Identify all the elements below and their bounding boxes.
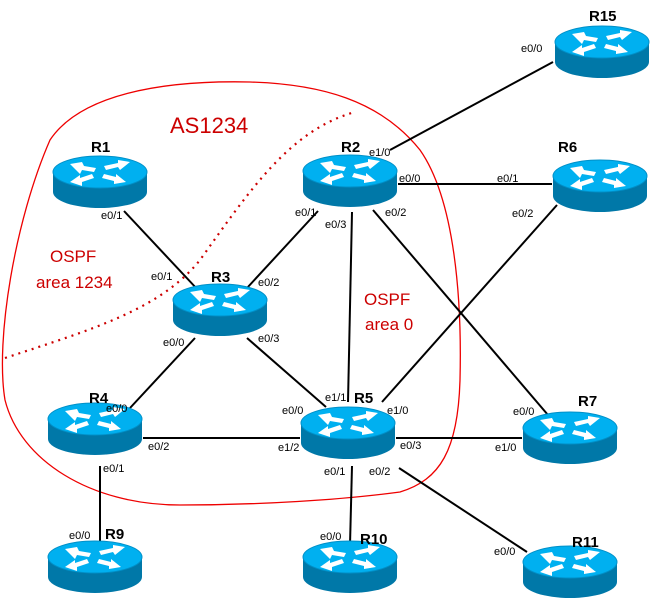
link-r6-r5 bbox=[381, 204, 558, 403]
router-arrows-icon bbox=[70, 160, 130, 186]
router-arrows-icon bbox=[320, 159, 380, 185]
area-divider bbox=[4, 110, 356, 360]
router-arrows-icon bbox=[570, 164, 630, 190]
router-name-r15: R15 bbox=[589, 8, 617, 25]
router-arrows-icon bbox=[540, 416, 600, 442]
if-r1-e0-1: e0/1 bbox=[101, 210, 122, 222]
router-top bbox=[554, 25, 650, 59]
router-top bbox=[52, 155, 148, 189]
router-r4[interactable] bbox=[47, 402, 143, 455]
area-1234-line1: OSPF bbox=[50, 247, 96, 266]
if-r5-e1-2: e1/2 bbox=[278, 442, 299, 454]
router-r15[interactable] bbox=[554, 25, 650, 78]
router-top bbox=[172, 283, 268, 317]
if-r6-e0-2: e0/2 bbox=[512, 208, 533, 220]
router-r9[interactable] bbox=[47, 540, 143, 593]
if-r15-e0-0: e0/0 bbox=[521, 43, 542, 55]
if-r2-e1-0: e1/0 bbox=[369, 147, 390, 159]
if-r6-e0-1: e0/1 bbox=[497, 173, 518, 185]
if-r5-e0-1: e0/1 bbox=[324, 466, 345, 478]
link-r2-r15 bbox=[389, 61, 554, 151]
area-0-line1: OSPF bbox=[364, 290, 410, 309]
if-r9-e0-0: e0/0 bbox=[69, 530, 90, 542]
if-r7-e1-0: e1/0 bbox=[495, 442, 516, 454]
router-name-r3: R3 bbox=[211, 269, 230, 286]
router-arrows-icon bbox=[65, 407, 125, 433]
router-r11[interactable] bbox=[522, 545, 618, 598]
if-r3-e0-1: e0/1 bbox=[151, 271, 172, 283]
if-r3-e0-3: e0/3 bbox=[258, 333, 279, 345]
router-r3[interactable] bbox=[172, 283, 268, 336]
if-r7-e0-0: e0/0 bbox=[513, 406, 534, 418]
if-r5-e1-0: e1/0 bbox=[387, 405, 408, 417]
router-r5[interactable] bbox=[300, 406, 396, 459]
router-top bbox=[47, 540, 143, 574]
if-r3-e0-2: e0/2 bbox=[258, 277, 279, 289]
router-name-r9: R9 bbox=[105, 526, 124, 543]
router-name-r11: R11 bbox=[572, 534, 599, 551]
if-r10-e0-0: e0/0 bbox=[320, 531, 341, 543]
area-0-line2: area 0 bbox=[365, 315, 413, 334]
router-name-r1: R1 bbox=[91, 139, 110, 156]
if-r5-e0-0: e0/0 bbox=[282, 405, 303, 417]
if-r5-e0-3: e0/3 bbox=[400, 440, 421, 452]
as-label: AS1234 bbox=[170, 113, 248, 138]
if-r2-e0-0: e0/0 bbox=[399, 173, 420, 185]
if-r11-e0-0: e0/0 bbox=[494, 546, 515, 558]
router-arrows-icon bbox=[190, 288, 250, 314]
router-name-r2: R2 bbox=[341, 139, 360, 156]
if-r4-e0-1: e0/1 bbox=[103, 463, 124, 475]
link-r1-r3 bbox=[123, 210, 199, 291]
router-arrows-icon bbox=[540, 550, 600, 576]
if-r2-e0-3: e0/3 bbox=[325, 219, 346, 231]
router-arrows-icon bbox=[572, 30, 632, 56]
link-r3-r5 bbox=[246, 337, 327, 408]
if-r2-e0-2: e0/2 bbox=[385, 207, 406, 219]
link-r2-r3 bbox=[246, 210, 319, 289]
router-top bbox=[302, 154, 398, 188]
router-r1[interactable] bbox=[52, 155, 148, 208]
router-name-r4: R4 bbox=[89, 390, 109, 407]
as-boundary bbox=[1, 81, 461, 506]
router-r6[interactable] bbox=[552, 159, 648, 212]
router-r10[interactable] bbox=[302, 540, 398, 593]
link-r5-r10 bbox=[349, 465, 353, 546]
link-r2-r5 bbox=[347, 211, 353, 403]
if-r4-e0-0: e0/0 bbox=[106, 403, 127, 415]
router-top bbox=[522, 545, 618, 579]
router-r2[interactable] bbox=[302, 154, 398, 207]
router-name-r6: R6 bbox=[558, 139, 577, 156]
if-r3-e0-0: e0/0 bbox=[163, 337, 184, 349]
link-r5-r11 bbox=[398, 467, 528, 553]
router-name-r7: R7 bbox=[578, 393, 597, 410]
router-name-r10: R10 bbox=[360, 531, 388, 548]
if-r4-e0-2: e0/2 bbox=[148, 441, 169, 453]
router-top bbox=[522, 411, 618, 445]
router-arrows-icon bbox=[318, 411, 378, 437]
router-arrows-icon bbox=[65, 545, 125, 571]
router-top bbox=[552, 159, 648, 193]
router-name-r5: R5 bbox=[354, 390, 373, 407]
area-1234-line2: area 1234 bbox=[36, 273, 113, 292]
link-r3-r4 bbox=[129, 337, 196, 409]
router-top bbox=[47, 402, 143, 436]
router-r7[interactable] bbox=[522, 411, 618, 464]
router-arrows-icon bbox=[320, 545, 380, 571]
router-top bbox=[300, 406, 396, 440]
if-r5-e0-2: e0/2 bbox=[369, 466, 390, 478]
if-r2-e0-1: e0/1 bbox=[295, 207, 316, 219]
if-r5-e1-1: e1/1 bbox=[325, 392, 346, 404]
